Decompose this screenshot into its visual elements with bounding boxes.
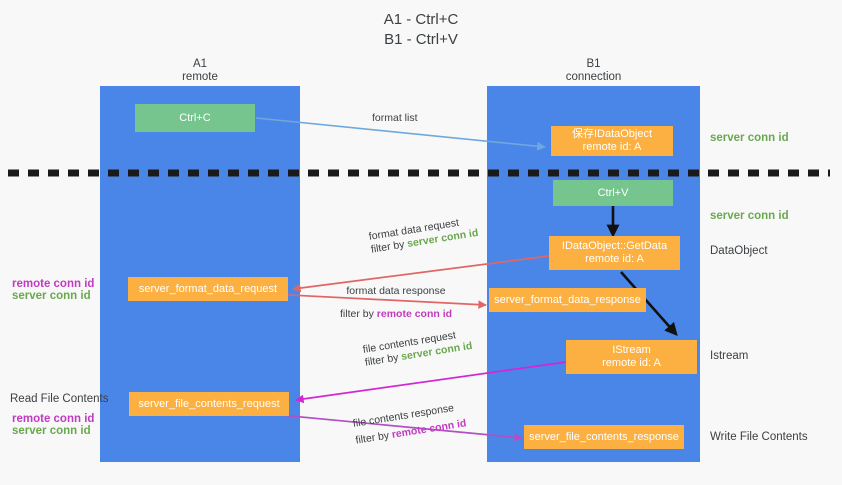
node-ctrl-v-label: Ctrl+V: [597, 186, 629, 199]
node-server-format-data-request-label: server_format_data_request: [138, 282, 278, 295]
right-label-dataobject: DataObject: [710, 245, 768, 257]
lane-header-a1: A1 remote: [100, 58, 300, 84]
right-label-server-conn-id-top: server conn id: [710, 132, 789, 144]
filter-by-text-4: filter by: [354, 429, 390, 447]
lane-header-b1: B1 connection: [487, 58, 700, 84]
lane-b1-subtitle: connection: [565, 71, 622, 83]
node-server-format-data-request[interactable]: server_format_data_request: [128, 277, 288, 301]
node-istream[interactable]: IStream remote id: A: [566, 340, 697, 374]
label-format-data-request-block: format data request filter by server con…: [368, 214, 479, 257]
title-line-2: B1 - Ctrl+V: [384, 31, 458, 48]
label-file-contents-request-block: file contents request filter by server c…: [362, 327, 473, 370]
node-getdata[interactable]: IDataObject::GetData remote id: A: [549, 236, 680, 270]
left-label-remote-conn-id-1: remote conn id: [12, 278, 95, 290]
label-format-data-response: format data response: [346, 285, 446, 297]
right-label-server-conn-id-mid: server conn id: [710, 210, 789, 222]
lane-a1-name: A1: [192, 58, 208, 70]
node-server-file-contents-request[interactable]: server_file_contents_request: [129, 392, 289, 416]
right-label-write-file-contents: Write File Contents: [710, 431, 808, 443]
node-server-format-data-response[interactable]: server_format_data_response: [489, 288, 646, 312]
right-label-istream: Istream: [710, 350, 749, 362]
node-server-file-contents-response[interactable]: server_file_contents_response: [524, 425, 684, 449]
node-istream-line2: remote id: A: [602, 357, 661, 369]
label-format-data-response-block: format data response filter by remote co…: [340, 285, 452, 321]
title-line-1: A1 - Ctrl+C: [383, 11, 459, 28]
label-format-data-response-filter: filter by remote conn id: [340, 308, 452, 321]
lane-b1-name: B1: [586, 58, 601, 70]
node-ctrl-c[interactable]: Ctrl+C: [135, 104, 255, 132]
label-format-list: format list: [372, 112, 418, 124]
node-server-format-data-response-label: server_format_data_response: [494, 293, 641, 306]
filter-by-text-2: filter by: [340, 308, 374, 320]
label-file-contents-response-block: file contents response filter by remote …: [352, 400, 467, 447]
node-ctrl-v[interactable]: Ctrl+V: [553, 180, 673, 206]
node-server-file-contents-response-label: server_file_contents_response: [529, 430, 679, 443]
node-istream-line1: IStream: [612, 344, 651, 356]
node-getdata-line1: IDataObject::GetData: [561, 240, 668, 252]
node-server-file-contents-request-label: server_file_contents_request: [138, 397, 280, 410]
node-ctrl-c-label: Ctrl+C: [179, 111, 211, 124]
left-label-server-conn-id-2: server conn id: [12, 425, 91, 437]
node-save-dataobject-line2: remote id: A: [582, 141, 642, 153]
remote-conn-id-inline-1: remote conn id: [376, 308, 453, 320]
node-save-dataobject[interactable]: 保存IDataObject remote id: A: [551, 126, 673, 156]
node-save-dataobject-line1: 保存IDataObject: [571, 128, 653, 140]
left-label-server-conn-id-1: server conn id: [12, 290, 91, 302]
lane-a1-subtitle: remote: [182, 71, 218, 83]
diagram-title: A1 - Ctrl+C B1 - Ctrl+V: [0, 10, 842, 50]
left-label-remote-conn-id-2: remote conn id: [12, 413, 95, 425]
node-getdata-line2: remote id: A: [585, 253, 644, 265]
left-label-read-file-contents: Read File Contents: [10, 393, 109, 405]
